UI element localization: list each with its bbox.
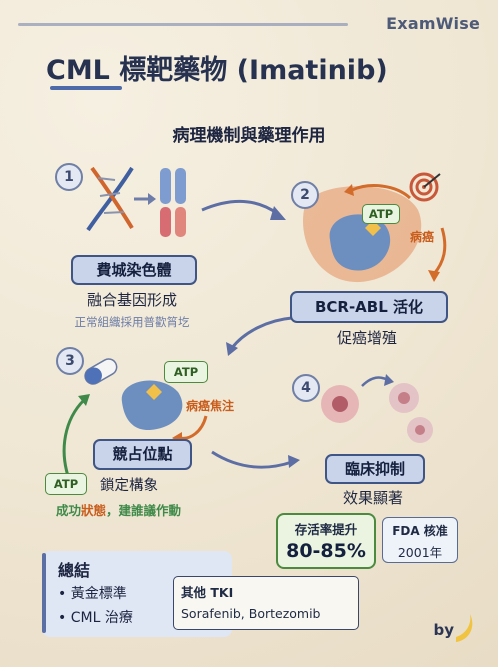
title-underline [50,86,122,90]
target-icon [409,172,441,202]
other-tki-box: 其他 TKI Sorafenib, Bortezomib [173,576,359,630]
page-subtitle: 病理機制與藥理作用 [172,126,326,146]
step1-pill: 費城染色體 [71,255,197,285]
flow-arrow-2 [230,316,293,349]
brand-logo: ExamWise [386,14,480,33]
inhibited-protein-icon [121,380,183,431]
step3-status: 成功狀態，建誰議作動 [56,500,181,519]
summary-accent [42,553,46,633]
survival-label: 存活率提升 [294,522,358,537]
step3-label: 鎖定構象 [100,478,158,494]
bcr-abl-protein-icon [303,186,422,283]
byline: by [433,621,454,639]
survival-value: 80-85% [286,540,366,562]
step1-label: 融合基因形成 [86,291,177,309]
step1-note: 正常組織採用普歡筲圪 [74,315,190,329]
step2-side-label: 病癌 [410,230,435,244]
capsule-icon [84,358,118,385]
flow-arrow-1 [201,200,279,216]
summary-title: 總結 [58,561,91,580]
dna-helix-icon [86,166,134,232]
step4-label: 效果顯著 [342,489,403,507]
step2-atp-badge: ATP [362,204,400,224]
survival-box: 存活率提升 80-85% [276,513,376,569]
step2-label: 促癌增殖 [336,329,397,347]
flow-arrow-3 [211,450,293,469]
other-tki-title: 其他 TKI [181,585,234,600]
banana-icon [456,614,473,642]
step4-number: 4 [292,374,320,402]
chromosome-icon [160,168,186,237]
other-tki-names: Sorafenib, Bortezomib [181,606,321,621]
green-arrow [62,398,86,477]
step2-number: 2 [291,181,319,209]
summary-item-1-text: 黃金標準 [70,586,127,602]
summary-item-1: • 黃金標準 [58,586,127,602]
step2-pill: BCR-ABL 活化 [290,291,448,323]
status-state: 狀態 [81,503,107,518]
status-success: 成功 [56,503,82,518]
header-rule [18,23,348,26]
title-area: CML 標靶藥物 (Imatinib) [40,48,458,114]
step3-number: 3 [56,347,84,375]
fda-year: 2001年 [397,545,443,560]
cancer-cells-icon [321,383,433,443]
summary-item-2-text: CML 治療 [70,610,133,626]
step3-atp-bound: ATP [45,473,87,495]
step3-atp-badge: ATP [164,361,208,383]
step4-pill: 臨床抑制 [325,454,425,484]
fda-label: FDA 核准 [392,524,448,538]
step1-number: 1 [55,163,83,191]
summary-item-2: • CML 治療 [58,610,133,626]
status-advice: ，建誰議作動 [106,503,182,518]
page-title: CML 標靶藥物 (Imatinib) [46,55,388,86]
fda-box: FDA 核准 2001年 [382,517,458,563]
step3-side-label: 病癌焦注 [186,399,235,413]
step3-pill: 競占位點 [93,439,192,470]
